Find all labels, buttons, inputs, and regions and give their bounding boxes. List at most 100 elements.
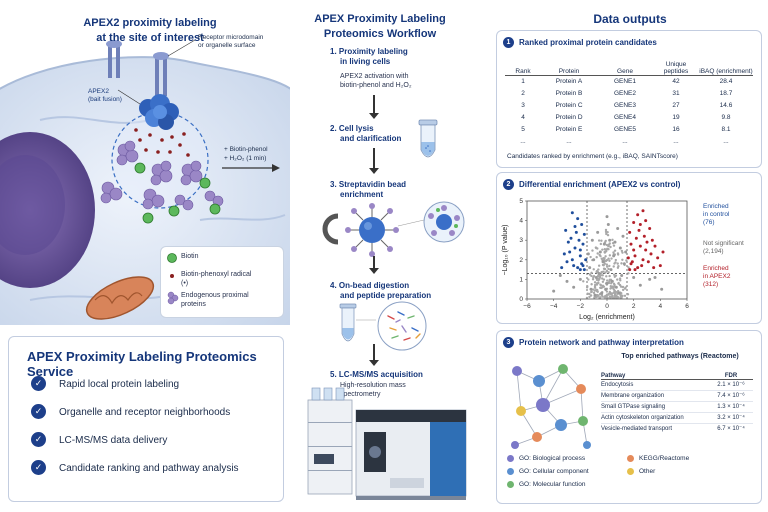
background-point: [593, 289, 597, 292]
background-point: [588, 292, 591, 296]
arrow-head-icon: [369, 168, 379, 174]
x-tick-label: −4: [550, 303, 558, 310]
apex2-enzyme: [139, 94, 179, 130]
background-point: [621, 258, 624, 261]
data-point: [649, 252, 653, 256]
background-point: [627, 266, 630, 269]
data-point: [593, 293, 597, 297]
data-point: [658, 264, 662, 268]
background-point: [611, 294, 614, 298]
tube-icon: [418, 119, 438, 158]
legend-item: GO: Biological process: [507, 455, 585, 462]
x-tick-label: 0: [605, 303, 609, 310]
biotin-legend-icon: [167, 253, 177, 263]
data-point: [621, 234, 625, 238]
background-point: [593, 283, 597, 287]
data-point: [612, 254, 616, 258]
background-point: [608, 278, 611, 282]
data-point: [609, 268, 613, 272]
background-point: [598, 253, 601, 257]
data-point: [570, 258, 574, 262]
background-point: [613, 275, 617, 279]
background-point: [608, 259, 611, 262]
background-point: [600, 270, 603, 274]
legend-biotin: Biotin: [181, 253, 199, 260]
background-point: [605, 232, 608, 236]
background-point: [610, 292, 614, 295]
section-number: 2: [503, 179, 514, 190]
y-axis-label: −Log₁₀ (P value): [502, 225, 509, 276]
volcano-box: 2 Differential enrichment (APEX2 vs cont…: [496, 172, 762, 324]
data-point: [581, 264, 585, 268]
ranked-title: Ranked proximal protein candidates: [519, 38, 657, 47]
background-point: [623, 294, 627, 298]
background-point: [608, 296, 612, 300]
table-row: ...............: [520, 137, 729, 145]
background-point: [600, 239, 603, 242]
data-point: [578, 254, 582, 258]
protein-legend-icon: [167, 291, 179, 305]
background-point: [597, 268, 600, 271]
data-point: [608, 238, 612, 242]
background-point: [601, 263, 605, 267]
data-point: [653, 275, 657, 279]
background-point: [608, 264, 611, 268]
background-point: [607, 257, 610, 260]
background-point: [604, 228, 608, 232]
background-point: [599, 242, 603, 246]
data-point: [636, 213, 640, 217]
data-point: [634, 236, 638, 240]
background-point: [609, 245, 612, 249]
background-point: [618, 277, 622, 280]
legend-dot-icon: [507, 455, 514, 462]
background-point: [619, 285, 623, 288]
background-point: [607, 267, 610, 271]
data-point: [622, 262, 626, 266]
background-point: [614, 290, 617, 294]
data-point: [633, 254, 637, 258]
data-point: [596, 230, 600, 234]
background-point: [605, 294, 608, 297]
background-point: [621, 288, 625, 292]
background-point: [605, 263, 609, 266]
workflow-step-1: 1. Proximity labeling in living cells: [330, 47, 408, 66]
digestion-graphic: [339, 301, 427, 351]
background-point: [615, 294, 618, 298]
background-point: [601, 280, 605, 283]
data-point: [601, 260, 605, 264]
data-point: [641, 209, 645, 213]
background-point: [595, 289, 599, 293]
x-tick-label: 2: [632, 303, 636, 310]
data-point: [572, 264, 576, 268]
data-point: [645, 240, 649, 244]
background-point: [606, 279, 609, 282]
data-point: [660, 287, 664, 291]
background-point: [595, 256, 598, 259]
data-point: [576, 217, 580, 221]
legend-dot-icon: [627, 468, 634, 475]
background-point: [620, 262, 623, 265]
streptavidin-bead-graphic: [322, 201, 465, 257]
x-tick-label: 4: [659, 303, 663, 310]
background-point: [605, 290, 609, 293]
data-point: [597, 272, 601, 276]
data-point: [566, 240, 570, 244]
data-point: [576, 266, 580, 270]
check-icon: ✓: [31, 404, 46, 419]
service-box: APEX Proximity Labeling Proteomics Servi…: [8, 336, 284, 502]
background-point: [610, 257, 613, 260]
legend-item: KEGG/Reactome: [627, 455, 689, 462]
background-point: [601, 248, 604, 251]
background-point: [607, 271, 610, 274]
legend-item: GO: Molecular function: [507, 481, 585, 488]
background-point: [593, 281, 597, 284]
protein-network-graph: [511, 364, 591, 449]
background-point: [601, 277, 604, 280]
